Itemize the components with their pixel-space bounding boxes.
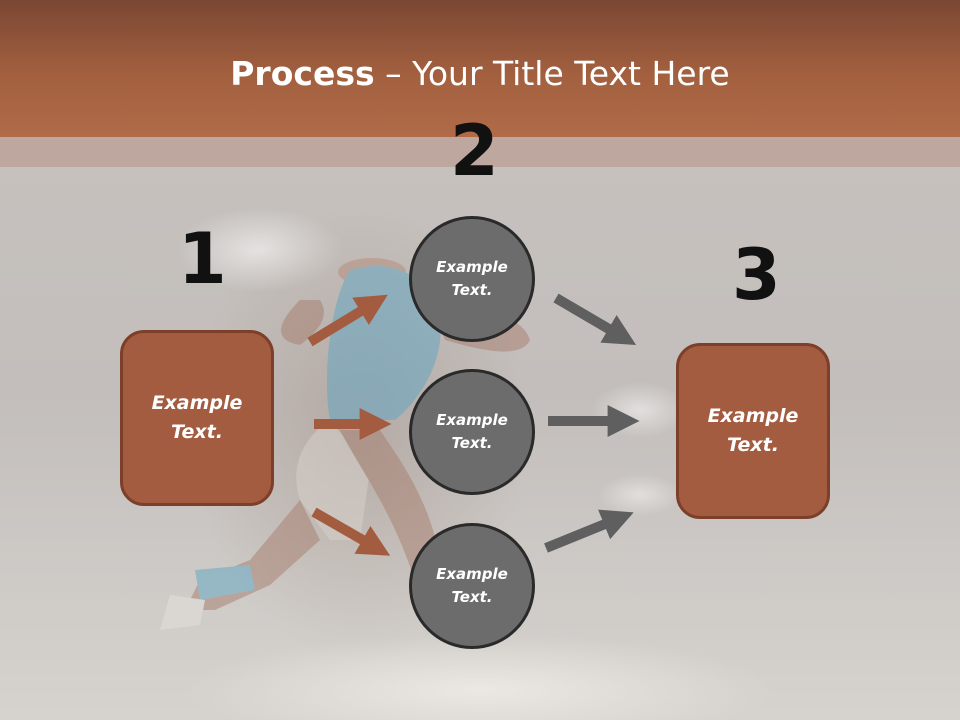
title-bar xyxy=(0,0,960,137)
step-1-text: Example Text. xyxy=(151,392,243,443)
slide-title-bold: Process xyxy=(230,54,375,93)
step-3-number: 3 xyxy=(732,234,781,316)
slide-title: Process – Your Title Text Here xyxy=(0,54,960,93)
step-2-circle-middle: Example Text. xyxy=(409,369,535,495)
arrow-to-bottom-circle xyxy=(311,507,391,556)
arrow-to-top-circle xyxy=(307,294,388,347)
step-1-number: 1 xyxy=(178,218,227,300)
step-3-text: Example Text. xyxy=(707,405,799,456)
step-2-circle-bottom: Example Text. xyxy=(409,523,535,649)
arrow-from-top-circle xyxy=(553,293,637,345)
step-3-box: Example Text. xyxy=(676,343,830,519)
step-2-circle-top: Example Text. xyxy=(409,216,535,342)
step-1-box: Example Text. xyxy=(120,330,274,506)
step-2-circle-bottom-text: Example Text. xyxy=(436,565,508,606)
step-2-number: 2 xyxy=(450,110,499,192)
arrow-from-bottom-circle xyxy=(544,509,634,553)
slide-title-rest: – Your Title Text Here xyxy=(374,54,730,93)
step-2-circle-top-text: Example Text. xyxy=(436,258,508,299)
step-2-circle-middle-text: Example Text. xyxy=(436,411,508,452)
title-bar-band xyxy=(0,137,960,167)
